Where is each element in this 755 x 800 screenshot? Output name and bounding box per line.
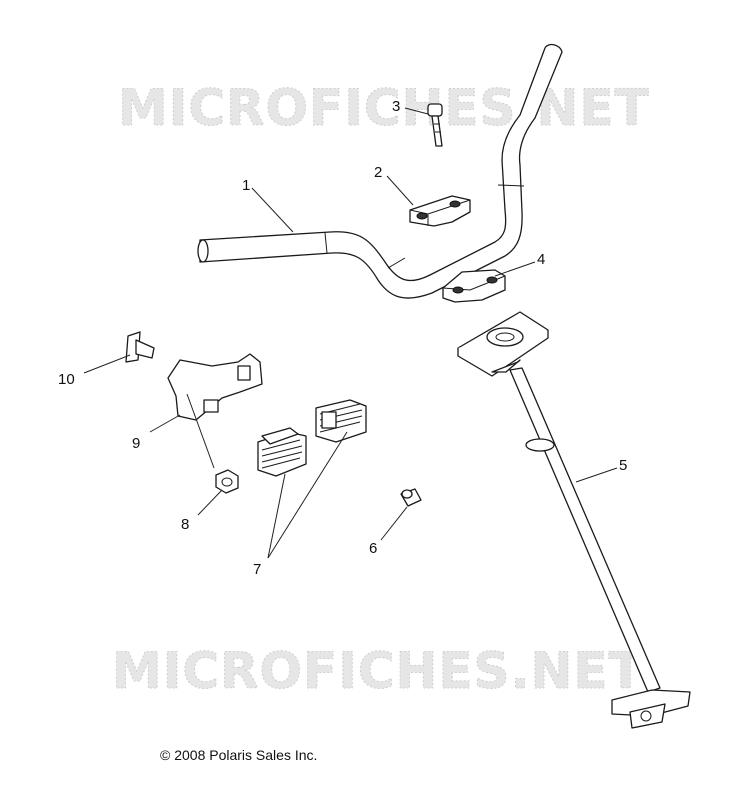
bracket-part xyxy=(167,353,263,421)
lower-clamp-part xyxy=(442,269,506,303)
callout-1: 1 xyxy=(242,177,250,194)
callout-7: 7 xyxy=(253,561,261,578)
grease-fitting-part xyxy=(400,488,422,507)
leader-lines xyxy=(83,107,618,559)
callout-2: 2 xyxy=(374,164,382,181)
watermark-top: MICROFICHES.NET xyxy=(118,79,650,137)
handlebar-part xyxy=(197,43,563,299)
callout-4: 4 xyxy=(537,251,545,268)
callout-8: 8 xyxy=(181,516,189,533)
carriage-bolt-part xyxy=(125,331,155,363)
steering-post-part xyxy=(457,311,691,729)
watermark-bottom: MICROFICHES.NET xyxy=(112,642,644,700)
callout-10: 10 xyxy=(58,371,75,388)
copyright-text: © 2008 Polaris Sales Inc. xyxy=(160,747,318,763)
callout-3: 3 xyxy=(392,98,400,115)
upper-clamp-part xyxy=(409,195,471,227)
nut-part xyxy=(215,469,239,494)
callout-5: 5 xyxy=(619,457,627,474)
bushing-part-right xyxy=(315,399,367,443)
bolt-part xyxy=(427,103,443,147)
callout-9: 9 xyxy=(132,435,140,452)
bushing-part-left xyxy=(257,427,307,477)
callout-6: 6 xyxy=(369,540,377,557)
